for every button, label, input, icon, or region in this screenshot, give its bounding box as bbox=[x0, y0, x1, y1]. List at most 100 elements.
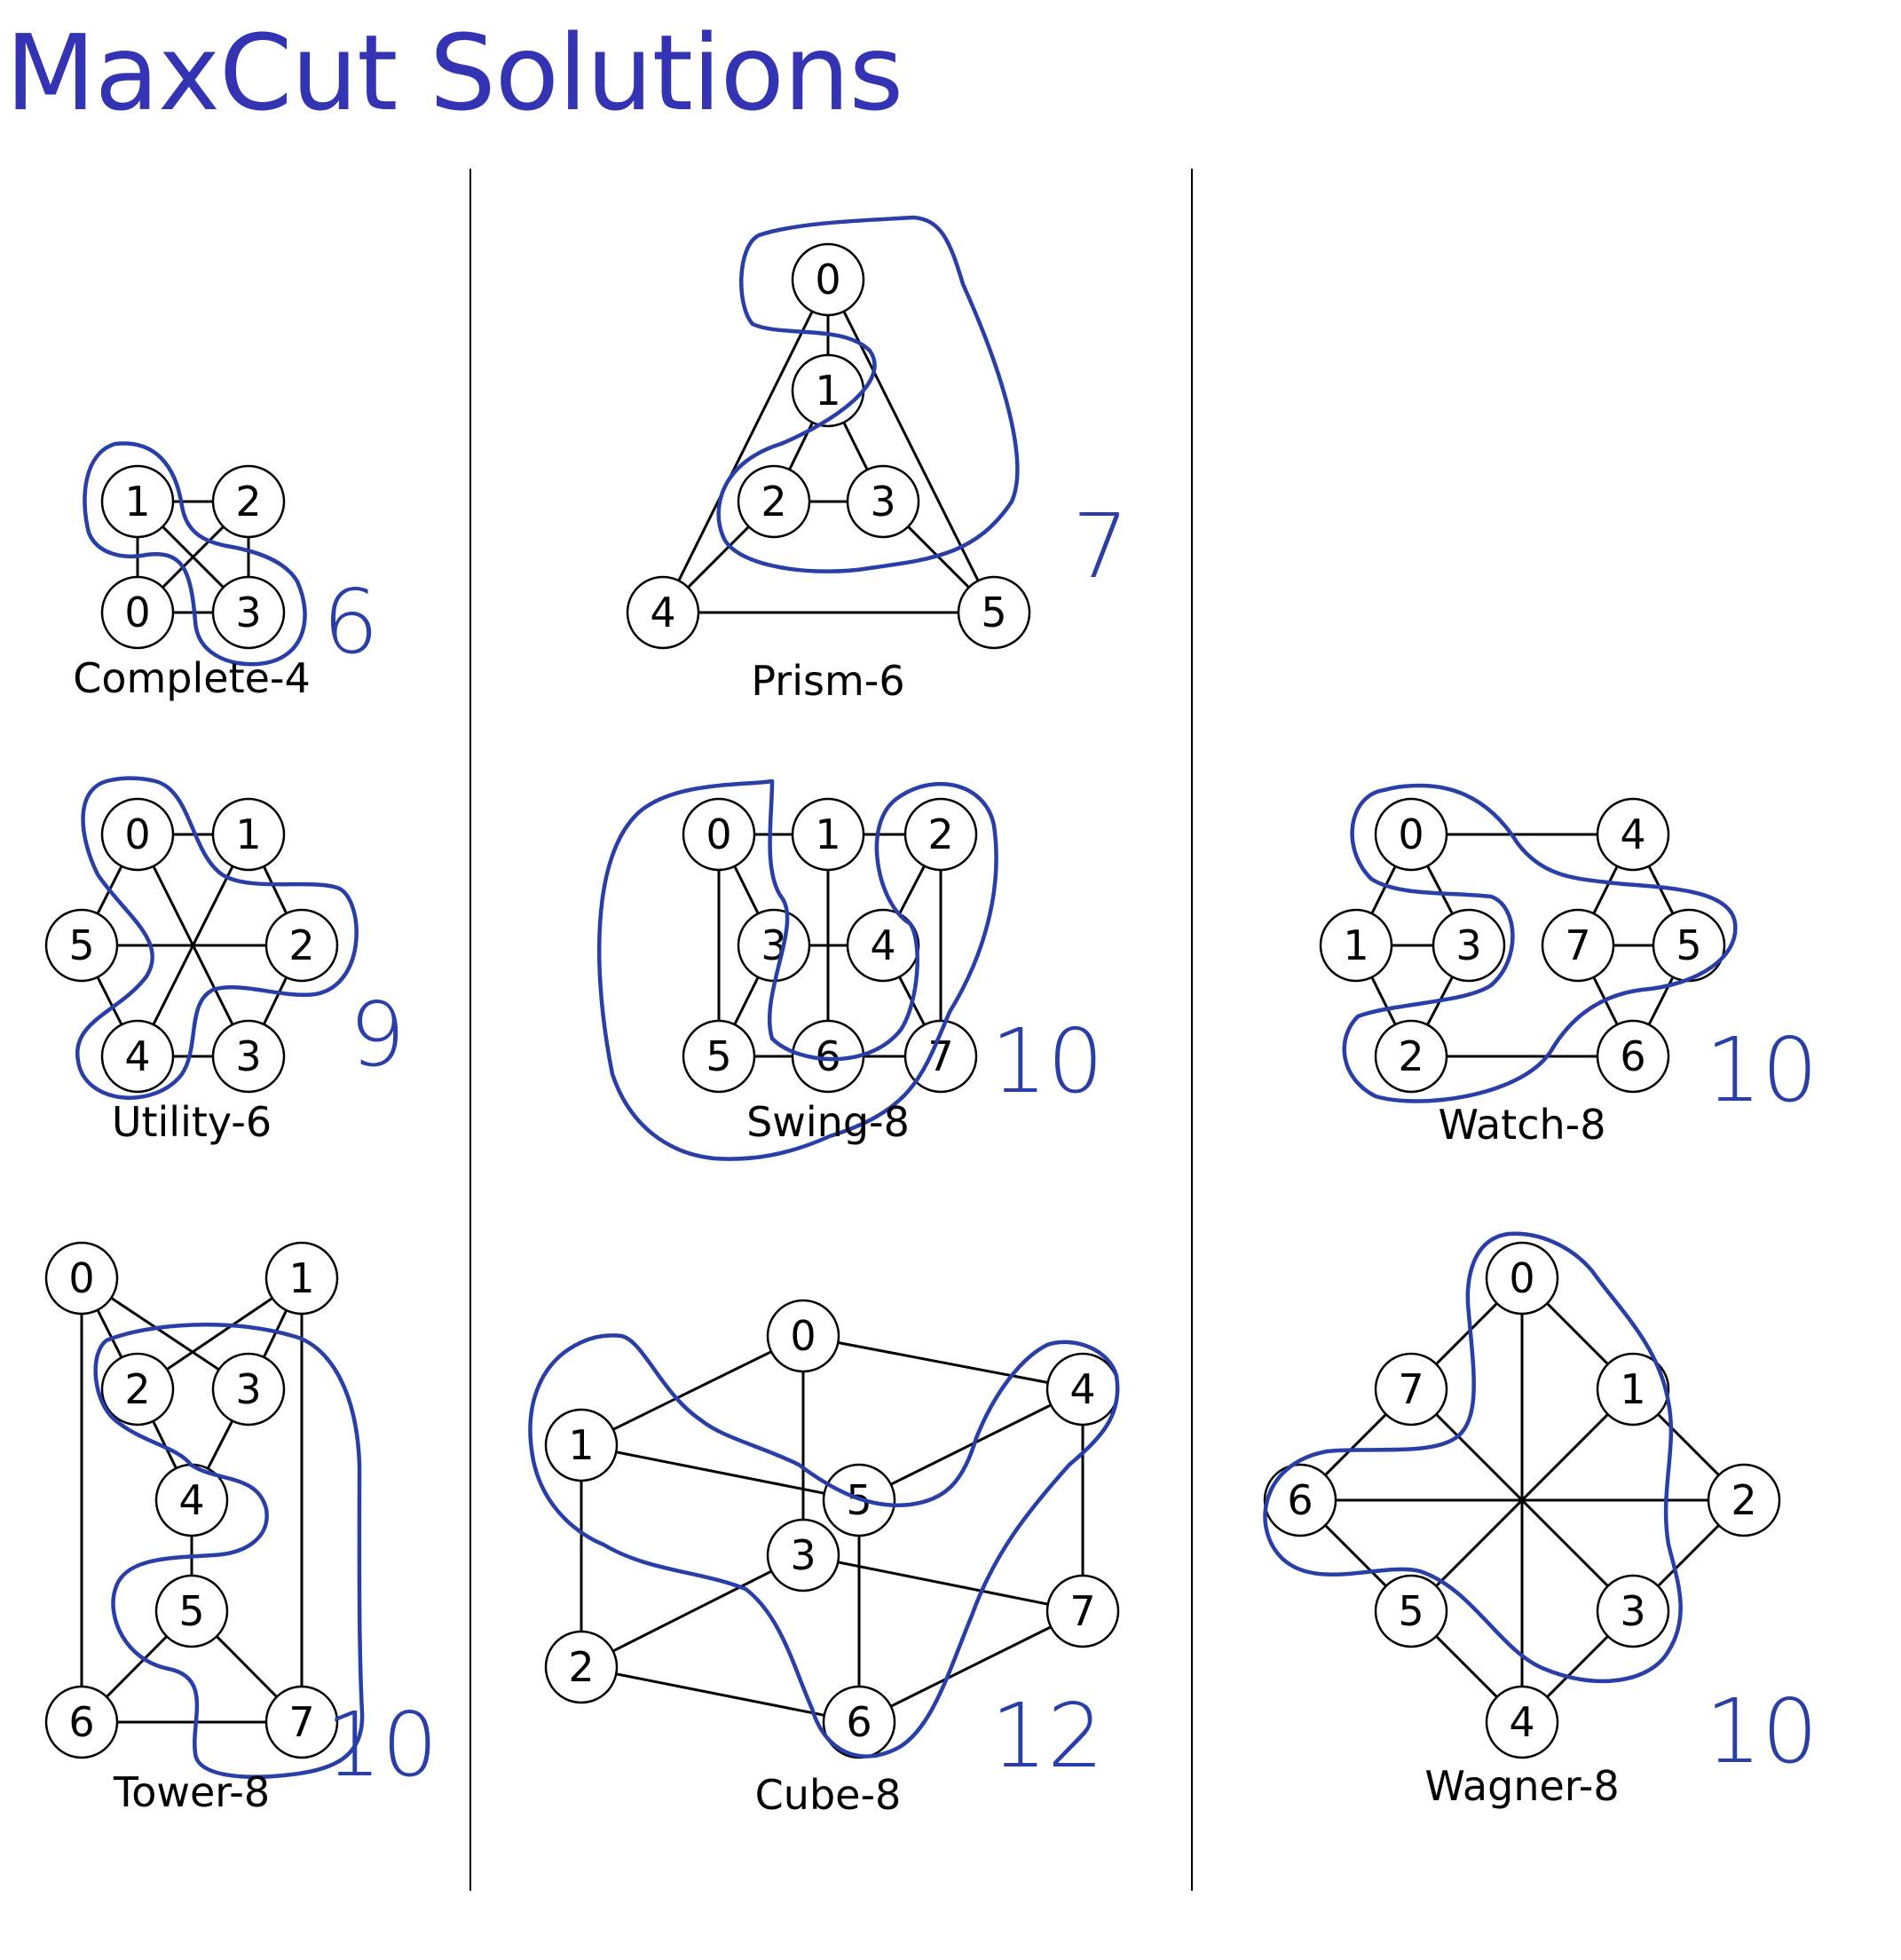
node-circle bbox=[264, 1685, 339, 1759]
node-label: 2 bbox=[1398, 1032, 1424, 1080]
node-circle bbox=[264, 908, 339, 983]
edge-0-4 bbox=[661, 279, 830, 613]
node-label: 3 bbox=[235, 589, 261, 636]
node-6: 6 bbox=[1263, 1463, 1337, 1537]
node-label: 6 bbox=[1620, 1032, 1645, 1080]
node-circle bbox=[846, 464, 920, 539]
node-circle bbox=[1319, 908, 1393, 983]
node-0: 0 bbox=[682, 797, 756, 872]
cut-set-outline bbox=[596, 778, 998, 1161]
node-circle bbox=[1707, 1463, 1781, 1537]
edge-1-5 bbox=[580, 1443, 860, 1502]
node-2: 2 bbox=[737, 464, 811, 539]
node-circle bbox=[1485, 1241, 1559, 1316]
node-label: 4 bbox=[178, 1476, 204, 1524]
node-label: 3 bbox=[1620, 1587, 1645, 1635]
node-1: 1 bbox=[1319, 908, 1393, 983]
node-label: 0 bbox=[790, 1312, 816, 1360]
node-circle bbox=[791, 242, 865, 317]
node-label: 3 bbox=[235, 1365, 261, 1413]
node-label: 1 bbox=[235, 810, 261, 858]
node-label: 0 bbox=[124, 810, 150, 858]
node-4: 4 bbox=[154, 1463, 229, 1537]
node-6: 6 bbox=[791, 1019, 865, 1094]
node-circle bbox=[903, 797, 978, 872]
cut-value: 12 bbox=[990, 1684, 1103, 1788]
edge-3-7 bbox=[1409, 1387, 1635, 1613]
cut-value: 7 bbox=[1072, 494, 1129, 598]
node-circle bbox=[264, 1241, 339, 1316]
edge-3-7 bbox=[802, 1553, 1084, 1613]
node-circle bbox=[154, 1574, 229, 1648]
node-7: 7 bbox=[1541, 908, 1615, 983]
edge-4-5 bbox=[858, 1387, 1084, 1502]
node-circle bbox=[100, 464, 175, 539]
node-circle bbox=[544, 1408, 619, 1482]
node-circle bbox=[1432, 908, 1506, 983]
node-label: 2 bbox=[288, 921, 314, 969]
graph-name: Watch-8 bbox=[1438, 1101, 1605, 1149]
node-2: 2 bbox=[264, 908, 339, 983]
cut-set-outline bbox=[1263, 1231, 1683, 1684]
node-7: 7 bbox=[1374, 1352, 1448, 1427]
node-label: 7 bbox=[1069, 1587, 1095, 1635]
graph-name: Swing-8 bbox=[746, 1098, 910, 1146]
node-circle bbox=[1596, 797, 1670, 872]
node-label: 4 bbox=[1620, 810, 1645, 858]
node-3: 3 bbox=[211, 575, 286, 650]
node-5: 5 bbox=[957, 575, 1031, 650]
node-circle bbox=[766, 1299, 840, 1373]
graph-name: Cube-8 bbox=[755, 1771, 902, 1819]
node-circle bbox=[766, 1518, 840, 1592]
node-label: 2 bbox=[927, 810, 953, 858]
node-label: 1 bbox=[288, 1254, 314, 1302]
node-label: 0 bbox=[1398, 810, 1424, 858]
cut-value: 10 bbox=[1705, 1679, 1818, 1783]
node-circle bbox=[211, 575, 286, 650]
cut-value: 10 bbox=[1705, 1018, 1818, 1122]
node-label: 2 bbox=[124, 1365, 150, 1413]
node-4: 4 bbox=[626, 575, 700, 650]
node-5: 5 bbox=[682, 1019, 756, 1094]
node-1: 1 bbox=[1596, 1352, 1670, 1427]
node-circle bbox=[1596, 1574, 1670, 1648]
node-circle bbox=[1485, 1685, 1559, 1759]
cut-set-outline bbox=[1342, 783, 1738, 1103]
node-circle bbox=[1374, 1352, 1448, 1427]
graph-name: Wagner-8 bbox=[1424, 1762, 1619, 1810]
node-1: 1 bbox=[544, 1408, 619, 1482]
node-3: 3 bbox=[846, 464, 920, 539]
edge-2-3 bbox=[580, 1553, 804, 1669]
node-label: 5 bbox=[706, 1032, 731, 1080]
node-label: 6 bbox=[1287, 1476, 1313, 1524]
node-4: 4 bbox=[1596, 797, 1670, 872]
edge-0-5 bbox=[826, 279, 996, 613]
page-title: MaxCut Solutions bbox=[5, 12, 903, 134]
node-2: 2 bbox=[100, 1352, 175, 1427]
node-label: 5 bbox=[1398, 1587, 1424, 1635]
node-circle bbox=[682, 797, 756, 872]
cut-set-outline bbox=[93, 1323, 365, 1779]
node-4: 4 bbox=[1045, 1352, 1120, 1427]
node-7: 7 bbox=[1045, 1574, 1120, 1648]
cut-set-outline bbox=[716, 215, 1020, 573]
node-circle bbox=[100, 1019, 175, 1094]
node-label: 6 bbox=[68, 1698, 94, 1746]
node-2: 2 bbox=[903, 797, 978, 872]
node-2: 2 bbox=[1374, 1019, 1448, 1094]
node-label: 2 bbox=[568, 1643, 594, 1691]
node-label: 0 bbox=[815, 256, 840, 304]
cube-8-edges bbox=[580, 1334, 1085, 1724]
node-label: 1 bbox=[1343, 921, 1369, 969]
node-label: 4 bbox=[1509, 1698, 1534, 1746]
node-label: 0 bbox=[1509, 1254, 1534, 1302]
node-label: 5 bbox=[981, 589, 1006, 636]
node-circle bbox=[100, 1352, 175, 1427]
node-1: 1 bbox=[791, 797, 865, 872]
